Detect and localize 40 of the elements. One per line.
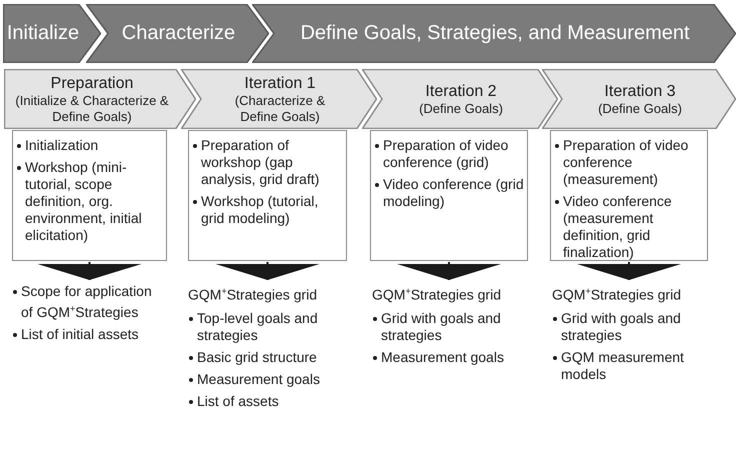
phase-subtitle: (Define Goals): [419, 100, 503, 116]
output-heading: GQM$^{+}$Strategies grid: [552, 285, 682, 304]
phase-title: Preparation: [50, 74, 134, 92]
bullet-text: Measurement goals: [197, 370, 320, 387]
bullet-text: Preparation of video conference (grid): [383, 137, 508, 170]
output-heading: GQM$^{+}$Strategies grid: [372, 285, 502, 304]
bullet-text: Workshop (tutorial, grid modeling): [201, 193, 318, 226]
down-arrow: [397, 262, 501, 280]
bullet-text: Basic grid structure: [197, 348, 317, 365]
phase-title: Iteration 3: [604, 82, 676, 100]
phase-title: Iteration 1: [244, 74, 316, 92]
bullet-text: Scope for application of GQM$^{+}$Strategies: [21, 283, 152, 320]
phase-subtitle: (Initialize & Characterize & Define Goals): [14, 92, 170, 124]
activity-box: [550, 130, 708, 261]
bullet-text: Top-level goals and strategies: [197, 310, 318, 343]
activity-box: [370, 130, 528, 261]
bullet-text: Video conference (measurement definition, grid finalization): [563, 193, 672, 260]
output-heading: GQM$^{+}$Strategies grid: [188, 285, 318, 304]
bullet-text: GQM measurement models: [561, 348, 684, 382]
bullet-text: Initialization: [25, 137, 98, 153]
phase-title: Iteration 2: [425, 82, 497, 100]
bullet-text: Workshop (mini-tutorial, scope definition, org. environment, initial elicitation): [25, 159, 142, 243]
stage-label: Define Goals, Strategies, and Measurement: [300, 22, 690, 45]
phase-subtitle: (Define Goals): [598, 100, 682, 116]
bullet-text: Grid with goals and strategies: [381, 310, 501, 343]
stage-label: Initialize: [6, 22, 80, 45]
bullet-text: List of initial assets: [21, 326, 138, 342]
bullet-text: List of assets: [197, 392, 279, 409]
phase-subtitle: (Characterize & Define Goals): [234, 92, 326, 124]
bullet-text: Video conference (grid modeling): [383, 176, 524, 209]
stage-label: Characterize: [122, 22, 236, 45]
bullet-text: Grid with goals and strategies: [561, 310, 681, 343]
down-arrow: [38, 262, 142, 280]
activity-box: [12, 130, 167, 261]
down-arrow: [577, 262, 681, 280]
bullet-text: Preparation of workshop (gap analysis, grid draft): [201, 137, 320, 187]
activity-box: [188, 130, 347, 261]
bullet-text: Preparation of video conference (measurement): [563, 137, 688, 187]
down-arrow: [216, 262, 320, 280]
bullet-text: Measurement goals: [381, 348, 504, 365]
